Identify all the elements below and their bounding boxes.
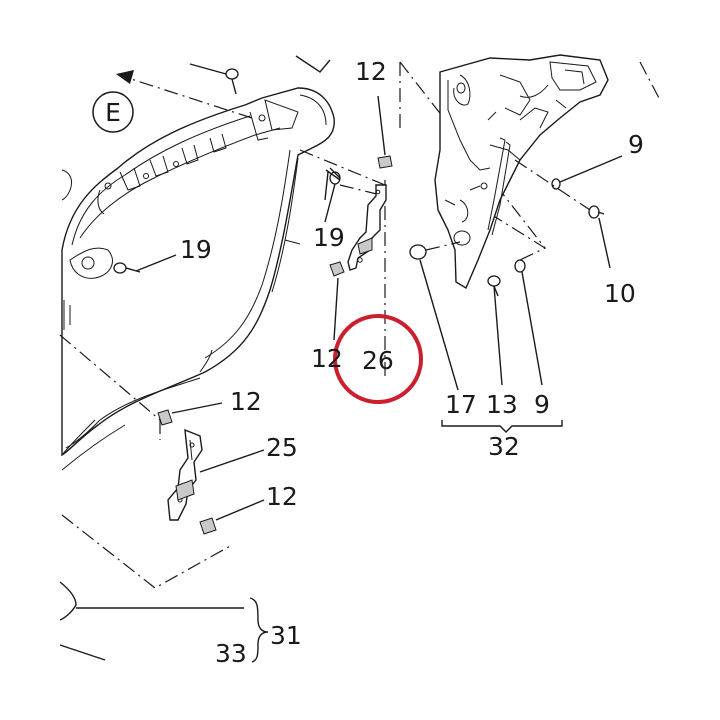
- callout-12-left-upper: 12: [230, 387, 262, 416]
- highlight-circle: [333, 314, 423, 404]
- screw-19-upper: [324, 167, 341, 223]
- callout-9-upper: 9: [628, 130, 644, 159]
- callout-12-mid: 12: [311, 344, 343, 373]
- side-bracket-assembly: [434, 54, 609, 290]
- view-marker-label: E: [105, 98, 121, 127]
- callout-9-lower: 9: [534, 390, 550, 419]
- clip-nut-upper: [377, 95, 393, 169]
- callout-33: 33: [215, 639, 247, 668]
- top-edge-line: [295, 55, 331, 73]
- top-bolt: [189, 63, 239, 95]
- clip-nut-left-upper: [157, 402, 223, 426]
- screw-13: [487, 275, 503, 386]
- callout-10: 10: [604, 279, 636, 308]
- housing-lower-edge: [61, 419, 126, 471]
- screw-19-left: [113, 254, 177, 274]
- callout-25: 25: [266, 433, 298, 462]
- washer-9-lower: [514, 259, 543, 386]
- bracket-26: [347, 184, 387, 271]
- direction-arrow: [116, 70, 253, 119]
- clip-nut-lower: [329, 261, 345, 341]
- clip-nut-left-lower: [199, 499, 265, 535]
- callout-32: 32: [488, 432, 520, 461]
- callout-12-top: 12: [355, 57, 387, 86]
- brace-32: [441, 420, 563, 433]
- bracket-25: [167, 428, 265, 521]
- callout-12-left-lower: 12: [266, 482, 298, 511]
- bottom-reference: [59, 581, 269, 663]
- screw-10: [514, 159, 611, 269]
- callout-26: 26: [362, 346, 394, 375]
- callout-17: 17: [445, 390, 477, 419]
- callout-13: 13: [486, 390, 518, 419]
- clip-17: [409, 241, 461, 391]
- housing-panel: [61, 87, 335, 457]
- callout-19-upper: 19: [313, 223, 345, 252]
- view-marker-e: E: [92, 91, 134, 133]
- callout-31: 31: [270, 621, 302, 650]
- washer-9-upper: [551, 155, 623, 190]
- callout-19-left: 19: [180, 235, 212, 264]
